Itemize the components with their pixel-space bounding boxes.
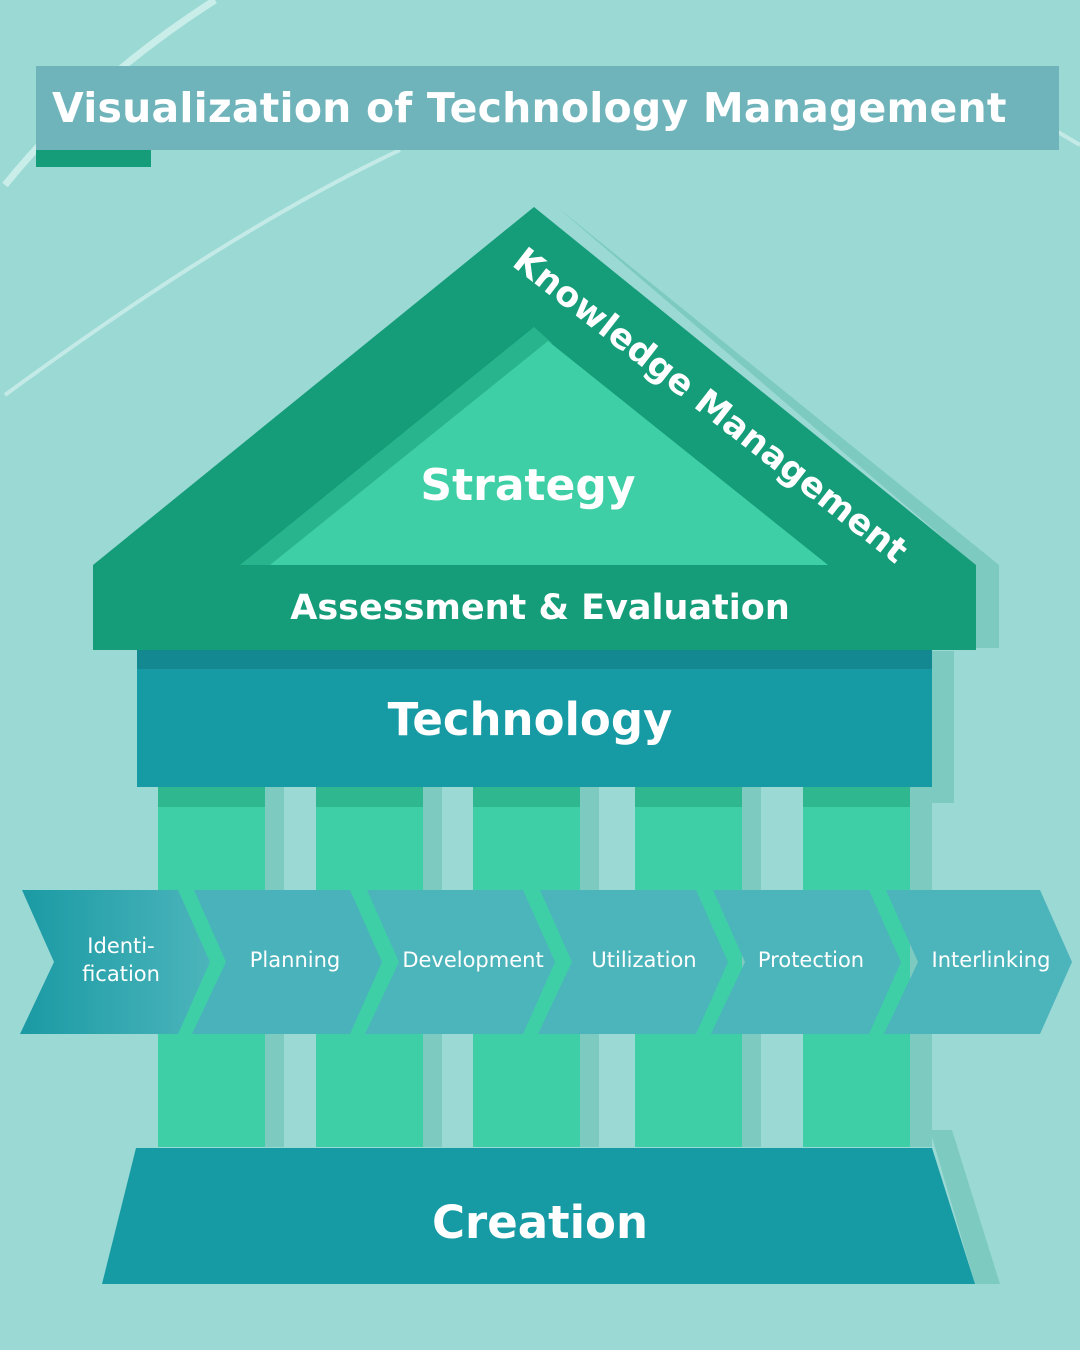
process-band [20,890,1072,1034]
step-protection-label: Protection [757,948,865,972]
beam-top-strip [137,650,932,670]
chevron-utilization [538,890,728,1034]
strategy-label: Strategy [420,459,636,511]
foundation-shadow [930,1130,1000,1284]
assessment-evaluation-label: Assessment & Evaluation [290,588,790,628]
chevron-interlinking [884,890,1072,1034]
chevron-development [365,890,555,1034]
technology-label: Technology [387,692,673,746]
chevron-planning [192,890,382,1034]
title-bar: Visualization of Technology Management [36,66,1059,150]
step-utilization-label: Utilization [591,948,697,972]
strategy-triangle [270,341,828,565]
step-interlinking-label: Interlinking [931,948,1051,972]
step-development-label: Development [402,948,544,972]
title-accent-bar [36,150,151,167]
decorative-arc-right [1056,130,1080,147]
chevron-protection [711,890,901,1034]
step-identification-label: Identi- fication [82,934,160,986]
creation-foundation [102,1148,975,1284]
step-planning-label: Planning [249,948,341,972]
creation-label: Creation [432,1195,648,1249]
chevron-identification [20,890,210,1034]
beam-shadow [931,651,954,803]
page-title: Visualization of Technology Management [52,84,1007,132]
technology-beam [137,669,932,787]
strategy-triangle-shade [240,327,552,565]
decorative-arc-lower [3,148,401,397]
